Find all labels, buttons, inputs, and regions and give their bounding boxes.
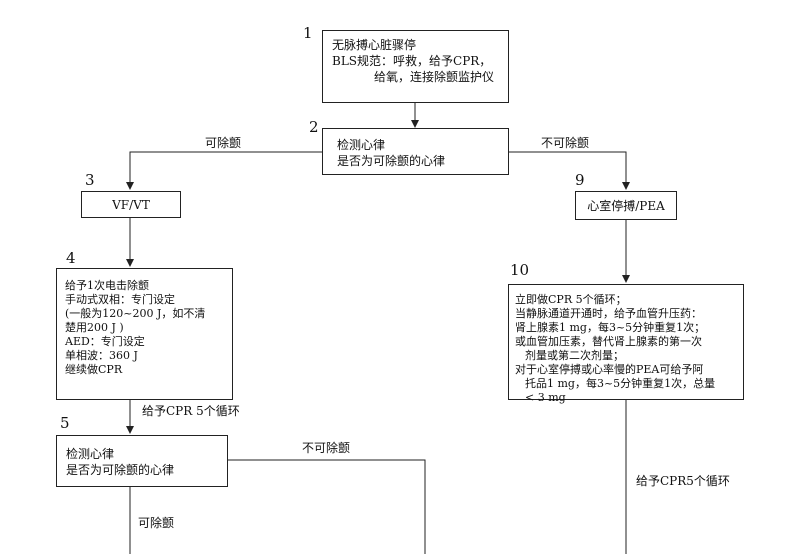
step-10-line: 肾上腺素1 mg，每3~5分钟重复1次； <box>515 321 706 334</box>
connector-5-non-shockable <box>228 459 426 554</box>
step-4-line: 给予1次电击除颤 <box>65 279 149 292</box>
step-1-box: 无脉搏心脏骤停 BLS规范：呼救，给予CPR， 给氧，连接除颤监护仪 <box>322 30 509 103</box>
step-10-line: 立即做CPR 5个循环； <box>515 293 627 306</box>
step-3-number: 3 <box>85 171 95 189</box>
label-shockable-2: 可除颤 <box>138 516 175 530</box>
step-10-box: 立即做CPR 5个循环； 当静脉通道开通时，给予血管升压药： 肾上腺素1 mg，… <box>508 284 744 404</box>
step-4-line: AED：专门设定 <box>65 335 145 348</box>
label-cpr-right: 给予CPR5个循环 <box>636 474 730 488</box>
step-9-box: 心室停搏/PEA <box>575 191 677 220</box>
step-10-line: 对于心室停搏或心率慢的PEA可给予阿 <box>515 363 704 376</box>
step-4-line: 单相波：360 J <box>65 349 138 362</box>
step-2-number: 2 <box>309 118 319 136</box>
step-5-line: 检测心律 <box>66 447 115 461</box>
step-4-line: 楚用200 J ) <box>65 321 124 334</box>
step-10-line: 当静脉通道开通时，给予血管升压药： <box>515 307 702 320</box>
label-shockable: 可除颤 <box>205 136 242 150</box>
step-4-line: 继续做CPR <box>65 363 123 376</box>
step-4-line: (一般为120~200 J，如不清 <box>65 307 206 320</box>
step-5-box: 检测心律 是否为可除颤的心律 <box>56 435 228 487</box>
step-1-line: 给氧，连接除颤监护仪 <box>374 70 495 84</box>
step-4-box: 给予1次电击除颤 手动式双相：专门设定 (一般为120~200 J，如不清 楚用… <box>56 268 233 400</box>
connector-2-3 <box>126 151 322 190</box>
step-3-box: VF/VT <box>81 191 181 218</box>
step-1-number: 1 <box>303 24 313 42</box>
connector-2-9 <box>509 151 630 190</box>
step-10-line: 剂量或第二次剂量； <box>525 349 624 362</box>
step-10-line: 或血管加压素，替代肾上腺素的第一次 <box>515 335 702 348</box>
step-4-number: 4 <box>66 249 76 267</box>
step-2-box: 检测心律 是否为可除颤的心律 <box>322 128 509 175</box>
step-10-line: 托品1 mg，每3~5分钟重复1次，总量 <box>525 377 716 390</box>
label-non-shockable-2: 不可除颤 <box>302 441 351 455</box>
step-3-line: VF/VT <box>112 198 150 212</box>
step-1-line: 无脉搏心脏骤停 <box>332 38 417 52</box>
label-cpr-after-shock: 给予CPR 5个循环 <box>142 404 240 418</box>
step-9-number: 9 <box>575 171 585 189</box>
label-non-shockable: 不可除颤 <box>541 136 590 150</box>
step-4-line: 手动式双相：专门设定 <box>65 293 175 306</box>
step-2-line: 检测心律 <box>337 138 386 152</box>
step-10-line: < 3 mg <box>525 391 566 404</box>
step-5-number: 5 <box>60 414 70 432</box>
step-2-line: 是否为可除颤的心律 <box>337 154 446 168</box>
step-5-line: 是否为可除颤的心律 <box>66 463 175 477</box>
step-1-line: BLS规范：呼救，给予CPR， <box>332 54 492 68</box>
step-10-number: 10 <box>510 261 530 279</box>
step-9-line: 心室停搏/PEA <box>587 199 665 213</box>
